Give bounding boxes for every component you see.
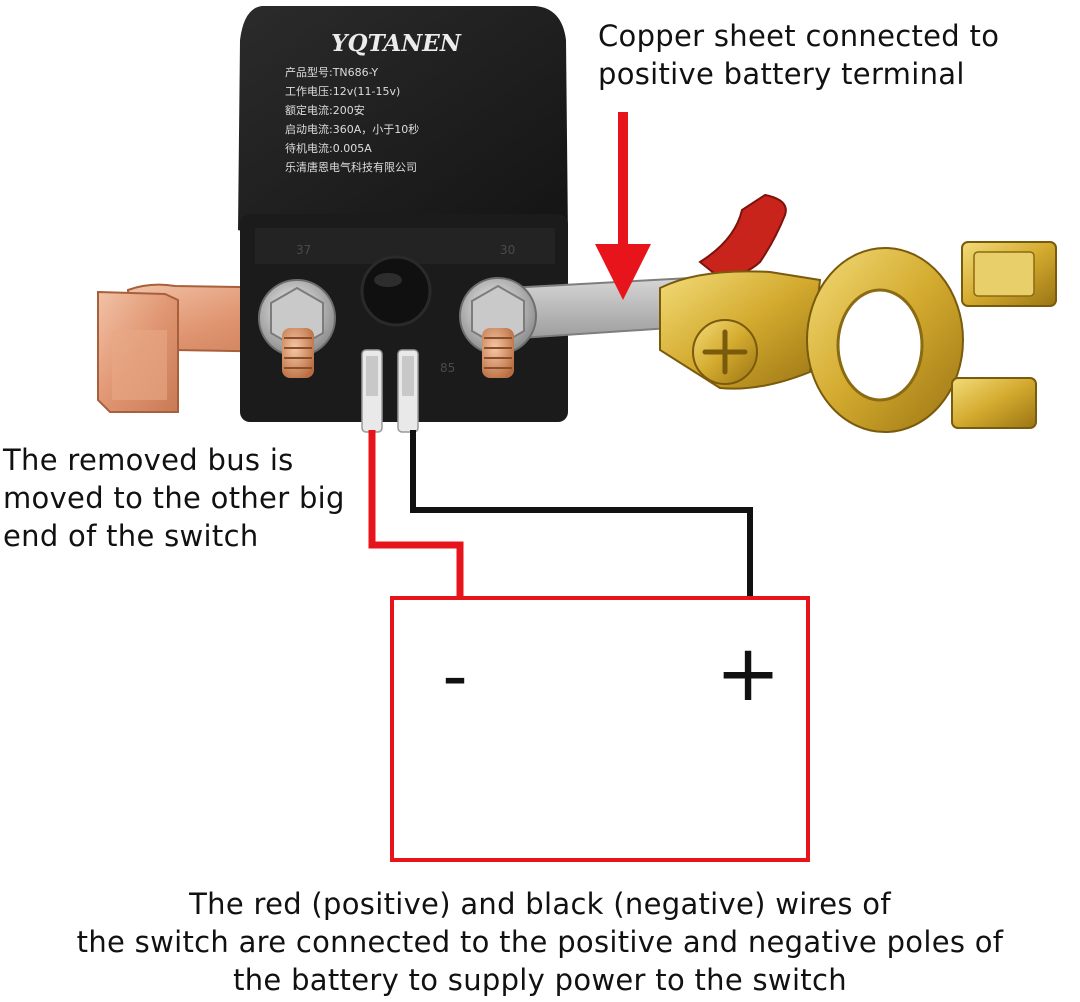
left-terminal: [258, 279, 336, 378]
terminal-label-30: 30: [500, 243, 515, 257]
red-arrow: [595, 112, 651, 300]
relay-spec-lines: 产品型号:TN686-Y 工作电压:12v(11-15v) 额定电流:200安 …: [285, 65, 419, 174]
red-wire: [368, 430, 464, 598]
annotation-line: positive battery terminal: [598, 57, 965, 91]
relay-terminal-labels: 37 30 85: [296, 243, 515, 375]
battery-negative-symbol: -: [442, 635, 467, 717]
battery-positive-symbol: +: [715, 629, 780, 719]
relay-spec-line: 工作电压:12v(11-15v): [285, 85, 400, 98]
annotation-line: Copper sheet connected to: [598, 19, 1000, 53]
right-terminal: [459, 277, 537, 378]
relay-spec-line: 产品型号:TN686-Y: [285, 65, 378, 79]
relay-spec-line: 乐清唐恩电气科技有限公司: [285, 160, 417, 174]
relay-body: YQTANEN 产品型号:TN686-Y 工作电压:12v(11-15v) 额定…: [238, 6, 568, 422]
relay-spec-line: 待机电流:0.005A: [285, 141, 372, 155]
annotation-line: moved to the other big: [3, 481, 345, 515]
annotation-removed-bus: The removed bus is moved to the other bi…: [3, 441, 373, 555]
battery-outline: [390, 596, 810, 862]
annotation-line: the battery to supply power to the switc…: [233, 963, 847, 997]
annotation-line: The removed bus is: [3, 443, 294, 477]
terminal-label-85: 85: [440, 361, 455, 375]
battery-clamp: [659, 193, 1057, 433]
battery: - +: [390, 596, 810, 862]
relay-spec-line: 额定电流:200安: [285, 103, 365, 117]
annotation-line: the switch are connected to the positive…: [76, 925, 1004, 959]
terminal-label-37: 37: [296, 243, 311, 257]
annotation-line: The red (positive) and black (negative) …: [189, 887, 891, 921]
annotation-line: end of the switch: [3, 519, 259, 553]
relay-spec-line: 启动电流:360A，小于10秒: [285, 122, 419, 136]
relay-brand: YQTANEN: [331, 30, 462, 57]
relay-button: [360, 255, 432, 327]
annotation-copper-sheet: Copper sheet connected to positive batte…: [598, 17, 1068, 93]
black-wire: [410, 430, 753, 598]
wire-connectors: [361, 349, 419, 433]
annotation-wires: The red (positive) and black (negative) …: [60, 885, 1020, 999]
